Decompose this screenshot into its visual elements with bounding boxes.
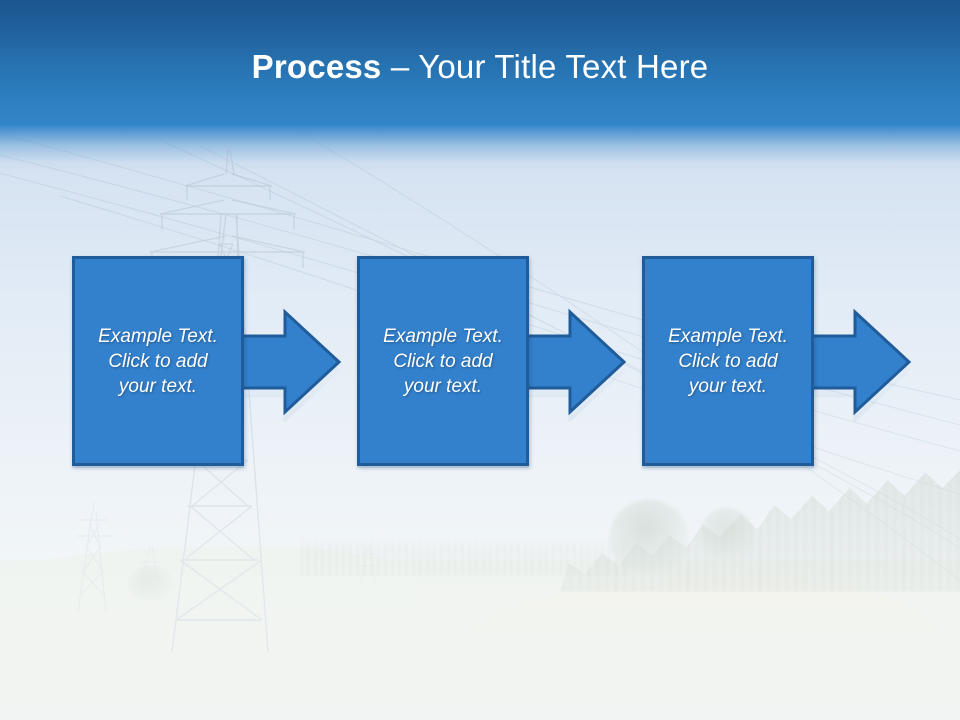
process-arrow-2[interactable] xyxy=(520,308,627,416)
process-step-box-1[interactable]: Example Text. Click to add your text. xyxy=(72,256,244,466)
page-title-strong: Process xyxy=(251,48,382,85)
process-arrow-1[interactable] xyxy=(235,308,342,416)
page-title-rest: – Your Title Text Here xyxy=(381,48,709,85)
distant-pylon-right xyxy=(358,547,378,587)
distant-pylon-center xyxy=(140,545,160,583)
process-step-text-2: Example Text. Click to add your text. xyxy=(383,325,503,397)
process-step-text-3: Example Text. Click to add your text. xyxy=(668,325,788,397)
title-band xyxy=(0,0,960,126)
process-arrow-3[interactable] xyxy=(805,308,912,416)
distant-pylon-left xyxy=(76,501,112,613)
process-step-box-3[interactable]: Example Text. Click to add your text. xyxy=(642,256,814,466)
process-step-box-2[interactable]: Example Text. Click to add your text. xyxy=(357,256,529,466)
page-title: Process – Your Title Text Here xyxy=(0,47,960,87)
process-step-text-1: Example Text. Click to add your text. xyxy=(98,325,218,397)
